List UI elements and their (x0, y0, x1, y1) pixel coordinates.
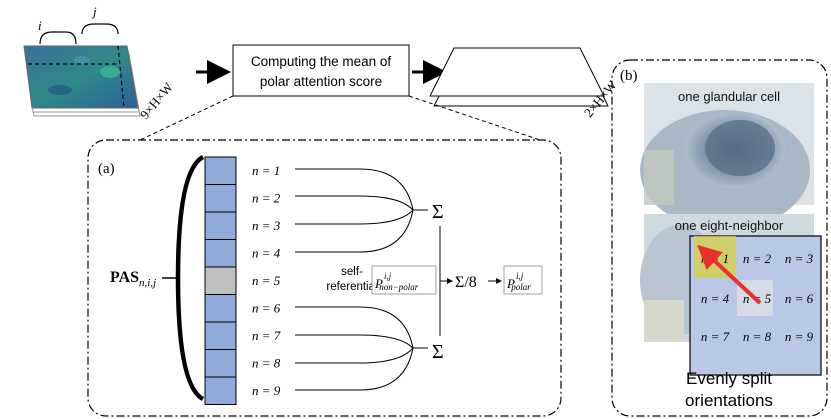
row-label: n = 2 (252, 191, 281, 206)
pas-cell (204, 239, 237, 268)
panel-a-frame (87, 139, 562, 417)
self-ref-line1: self- (341, 266, 363, 278)
grid-cell-label: n = 3 (785, 251, 814, 266)
orientation-arrow (697, 244, 762, 305)
pas-cell (204, 156, 237, 185)
grid-cell-label: n = 2 (743, 251, 772, 266)
pas-vector-column (204, 156, 237, 405)
glandular-cell-image (640, 83, 814, 230)
row-label: n = 7 (252, 328, 281, 343)
row-label: n = 3 (252, 218, 281, 233)
pas-cell (204, 321, 237, 350)
row-label: n = 9 (252, 383, 281, 398)
evenly-split-line1: Evenly split (686, 369, 772, 388)
sigma-upper: Σ (432, 201, 444, 223)
pas-cell (204, 349, 237, 378)
glandular-cell-caption: one glandular cell (678, 89, 780, 104)
output-feature-stack (429, 47, 609, 107)
index-i-label: i (38, 18, 42, 33)
row-label: n = 8 (252, 356, 281, 371)
self-ref-line2: referential (326, 281, 377, 293)
index-j-label: j (91, 4, 97, 19)
panel-a-label: (a) (98, 161, 115, 177)
sigma-lower: Σ (432, 341, 444, 363)
process-box (232, 44, 410, 97)
panel-b-frame (611, 59, 828, 417)
pas-cell (204, 184, 237, 213)
process-label-line2: polar attention score (260, 74, 382, 89)
i-brace (39, 31, 77, 45)
sigma-div8: Σ/8 (455, 274, 477, 291)
grid-cell-label: n = 9 (785, 329, 814, 344)
row-label: n = 4 (252, 246, 281, 261)
col-j-dashed-line (117, 45, 125, 109)
p-nonpolar-box (371, 265, 437, 295)
pas-label: PASn,i,j (110, 269, 156, 289)
group-lines-lower (295, 306, 428, 391)
row-label: n = 1 (252, 163, 280, 178)
grid-cell-label: n = 4 (701, 291, 730, 306)
grid-cell-label: n = 7 (701, 329, 730, 344)
p-polar-box (503, 265, 543, 295)
panel-b-label: (b) (620, 68, 638, 84)
pas-cell (204, 211, 237, 240)
input-dims-label: 9×H×W (137, 79, 176, 122)
grid-cell-label: n = 6 (785, 291, 814, 306)
eight-neighbor-caption: one eight-neighbor (675, 218, 784, 233)
pas-cell (204, 376, 237, 405)
pas-cell (204, 294, 237, 323)
group-lines-upper (295, 168, 428, 253)
row-label: n = 5 (252, 273, 281, 288)
evenly-split-line2: orientations (685, 391, 773, 410)
j-brace (81, 23, 119, 35)
input-feature-stack (23, 23, 141, 117)
row-label: n = 6 (252, 301, 281, 316)
pas-bracket (175, 155, 205, 401)
pas-cell (204, 266, 237, 295)
process-label-line1: Computing the mean of (251, 54, 392, 69)
grid-cell-label: n = 8 (743, 329, 772, 344)
